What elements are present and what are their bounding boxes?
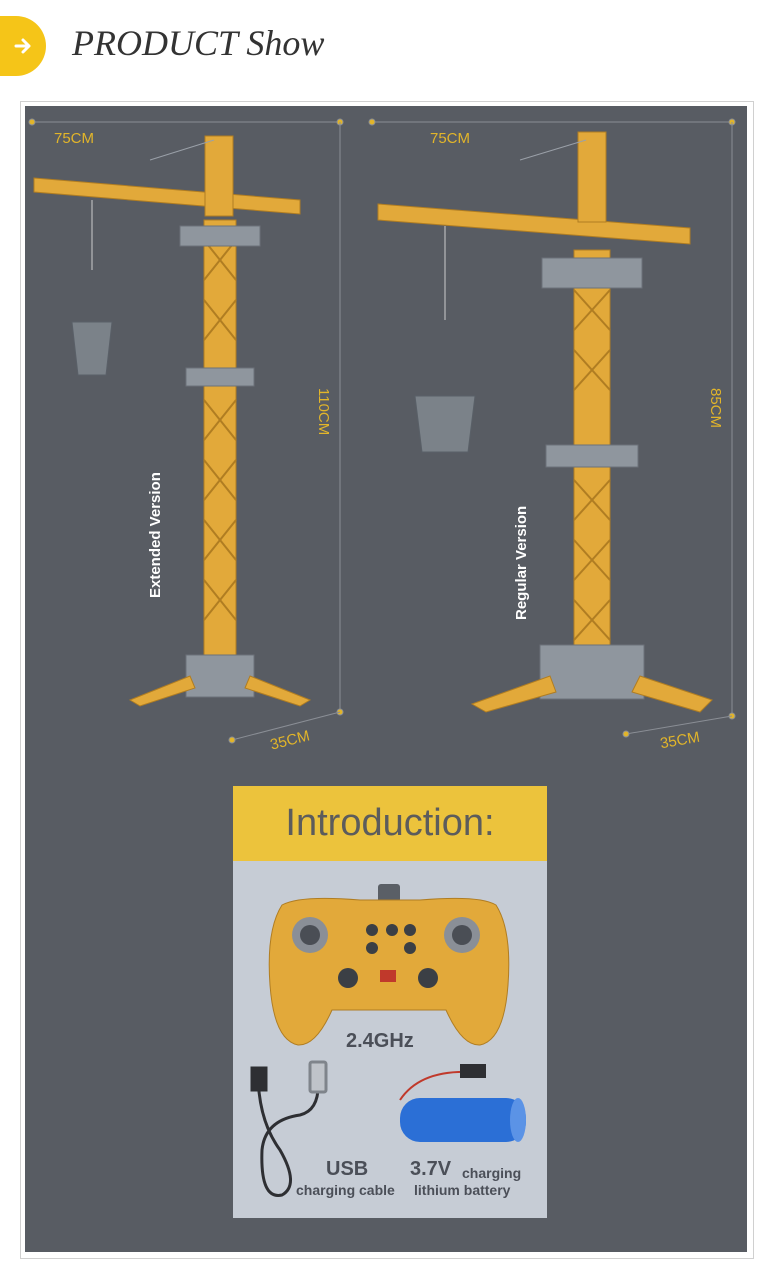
battery-icon — [399, 1064, 526, 1142]
frequency-label: 2.4GHz — [346, 1030, 414, 1052]
introduction-title: Introduction: — [285, 802, 495, 844]
crane-illustration — [28, 118, 736, 744]
remote-controller-icon — [268, 884, 510, 1046]
introduction-header: Introduction: — [233, 786, 547, 861]
usb-label: USB — [326, 1158, 369, 1180]
usb-cable-icon — [250, 1060, 328, 1197]
extended-crane — [33, 135, 312, 707]
regular-width-label: 75CM — [430, 130, 471, 147]
battery-sublabel: lithium battery — [414, 1182, 511, 1198]
regular-crane — [377, 131, 713, 713]
battery-charging-label: charging — [462, 1165, 522, 1181]
section-header: PRODUCT Show — [0, 0, 770, 92]
usb-sublabel: charging cable — [296, 1182, 395, 1198]
battery-voltage-label: 3.7V — [410, 1158, 452, 1180]
extended-width-label: 75CM — [54, 130, 95, 147]
arrow-right-icon — [0, 16, 46, 76]
page-title: PRODUCT Show — [72, 23, 325, 63]
